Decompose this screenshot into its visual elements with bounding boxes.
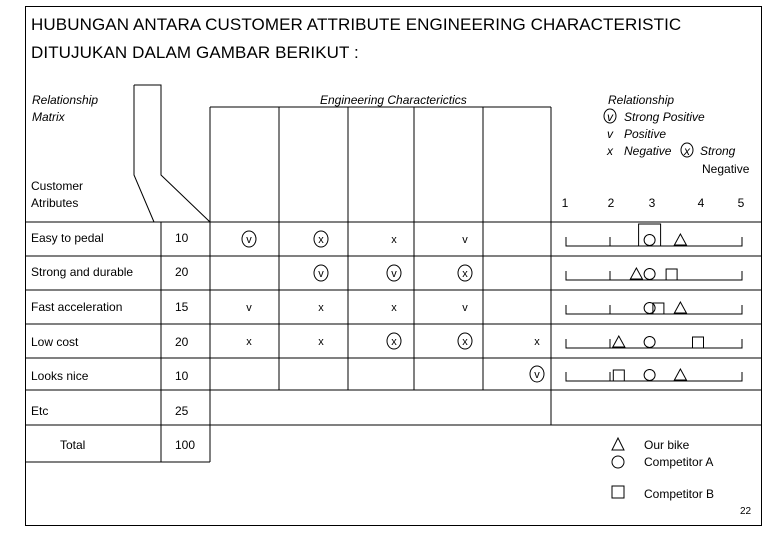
relationship-circle [457,264,473,282]
importance-weight: 25 [175,404,189,418]
relationship-symbol: x [318,302,324,314]
relationship-circle [313,230,329,248]
relationship-circle [386,264,402,282]
matrix-outline-left [133,85,155,223]
importance-weight: 10 [175,369,189,383]
competitor-b-label: Competitor B [644,487,715,501]
customer-label-1: Customer [31,179,84,193]
our-bike-rating-triangle [673,300,688,314]
triangle-legend-icon [611,436,625,451]
relationship-symbol: x [462,336,468,348]
relationship-symbol: x [534,336,540,348]
relationship-circle [386,332,402,350]
relationship-legend-title: Relationship [608,93,675,107]
our-bike-rating-triangle [673,367,688,381]
positive-label: Positive [624,127,667,141]
customer-label-2: Atributes [31,196,79,210]
competitor-b-rating-square [692,336,704,349]
relationship-symbol: x [391,234,397,246]
competitor-a-rating-circle [643,234,656,246]
relationship-circle [457,332,473,350]
relationship-symbol: v [391,268,397,280]
rating-scale-line [565,237,743,247]
attribute-label: Looks nice [31,369,89,383]
relationship-circle [241,230,257,248]
matrix-label-1: Relationship [32,93,99,107]
scale-4: 4 [697,196,705,210]
competitor-b-rating-square [652,302,665,315]
competitor-b-rating-square [612,369,625,382]
strong-negative-symbol: x [684,144,690,158]
competitor-b-rating-square [665,268,678,281]
rating-scale-line [565,271,743,281]
matrix-label-2: Matrix [32,110,65,124]
rating-scale-line [565,305,743,315]
strong-positive-legend-circle [603,108,617,124]
relationship-symbol: v [246,302,252,314]
total-value: 100 [175,438,196,452]
engineering-characteristics-label: Engineering Characterictics [320,93,467,107]
title-line-2: DITUJUKAN DALAM GAMBAR BERIKUT : [31,43,359,62]
circle-legend-icon [611,455,625,469]
strong-negative-legend-circle [680,142,694,158]
relationship-symbol: x [391,336,397,348]
strong-positive-label: Strong Positive [624,110,705,124]
importance-weight: 15 [175,300,189,314]
importance-weight: 10 [175,231,189,245]
strong-negative-label-2: Negative [702,162,750,176]
attribute-label: Strong and durable [31,265,134,279]
relationship-symbol: x [318,234,324,246]
scale-3: 3 [648,196,656,210]
our-bike-rating-triangle [629,266,644,280]
our-bike-rating-triangle [673,232,688,246]
our-bike-rating-triangle [611,334,626,348]
competitor-a-label: Competitor A [644,455,714,469]
strong-negative-label-1: Strong [700,144,736,158]
competitor-b-rating-square [638,223,662,247]
relationship-symbol: v [246,234,252,246]
rating-scale-line [565,372,743,382]
positive-symbol: v [607,127,613,141]
relationship-symbol: v [462,302,468,314]
relationship-circle [529,365,545,383]
competitor-a-rating-circle [643,268,656,280]
competitor-a-rating-circle [643,302,656,314]
square-legend-icon [611,485,625,499]
relationship-symbol: x [246,336,252,348]
negative-label: Negative [624,144,672,158]
attribute-label: Easy to pedal [31,231,104,245]
slide-frame [25,6,762,526]
relationship-symbol: v [462,234,468,246]
strong-positive-symbol: v [607,110,613,124]
relationship-symbol: x [391,302,397,314]
relationship-symbol: v [318,268,324,280]
relationship-symbol: x [462,268,468,280]
scale-5: 5 [737,196,745,210]
relationship-symbol: v [534,369,540,381]
competitor-a-rating-circle [643,336,656,348]
attribute-label: Low cost [31,335,79,349]
page-number: 22 [740,506,752,517]
importance-weight: 20 [175,335,189,349]
negative-symbol: x [607,144,613,158]
relationship-symbol: x [318,336,324,348]
our-bike-label: Our bike [644,438,690,452]
relationship-circle [313,264,329,282]
title-line-1: HUBUNGAN ANTARA CUSTOMER ATTRIBUTE ENGIN… [31,15,682,34]
attribute-label: Etc [31,404,49,418]
importance-weight: 20 [175,265,189,279]
attribute-label: Fast acceleration [31,300,123,314]
total-label: Total [60,438,86,452]
matrix-outline [134,84,211,223]
scale-2: 2 [607,196,615,210]
rating-scale-line [565,339,743,349]
scale-1: 1 [561,196,569,210]
competitor-a-rating-circle [643,369,656,381]
